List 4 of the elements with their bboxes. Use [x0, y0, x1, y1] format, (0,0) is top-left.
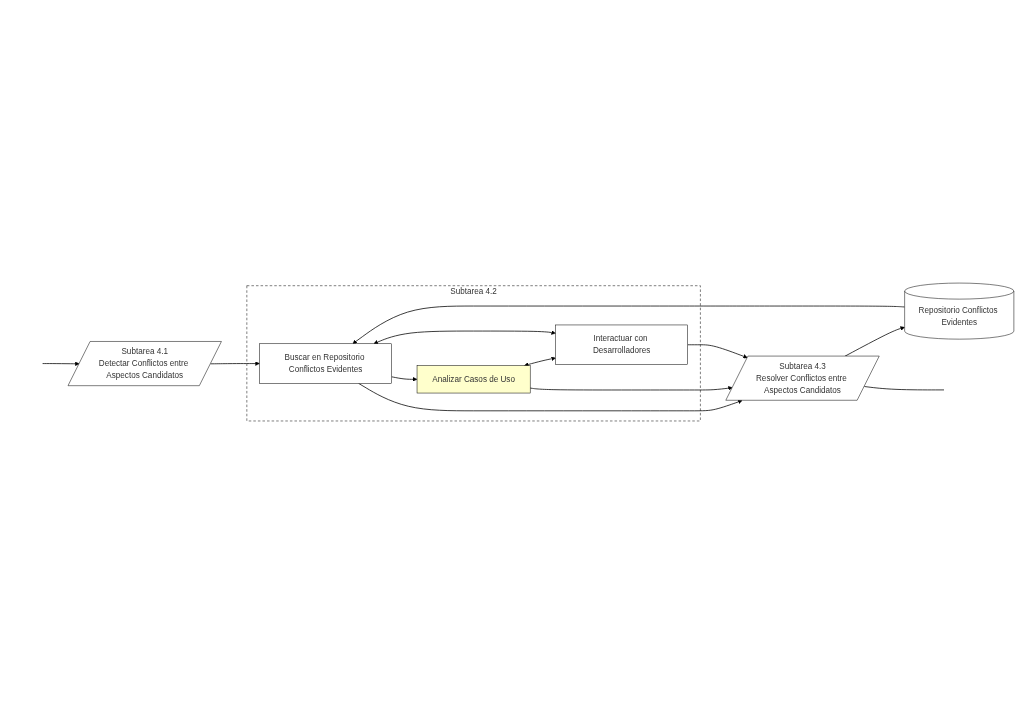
node-box: Interactuar con Desarrolladores [555, 325, 688, 366]
node-box: Analizar Casos de Uso [416, 365, 531, 394]
connector [864, 386, 945, 391]
node-box: Buscar en Repositorio Conflictos Evidentes [259, 343, 392, 385]
